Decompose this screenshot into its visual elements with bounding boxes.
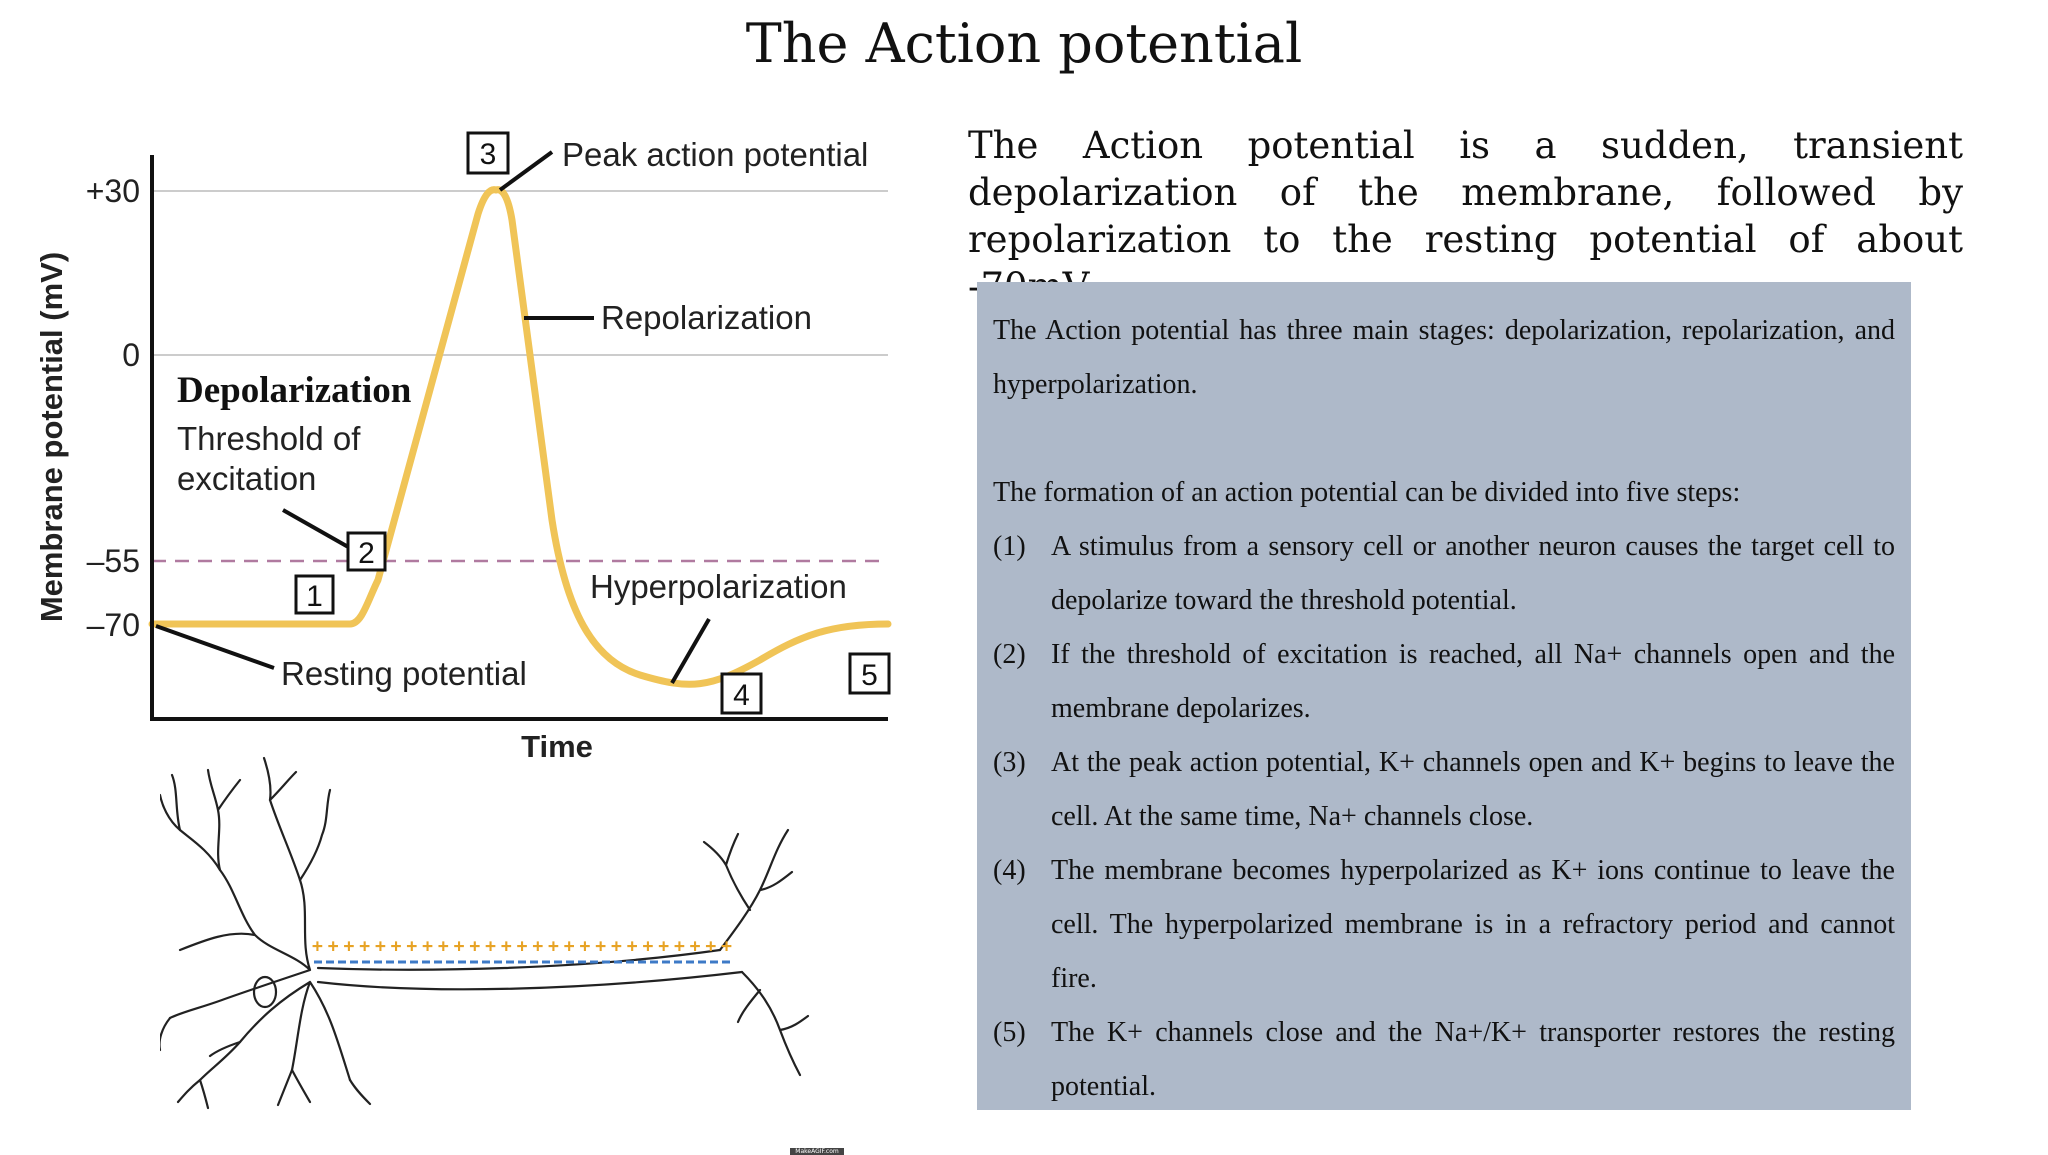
hyperpolarization-label: Hyperpolarization: [590, 568, 847, 605]
neuron-dendrites-bottom: [160, 1016, 372, 1110]
step-item-text: The K+ channels close and the Na+/K+ tra…: [1051, 1017, 1895, 1102]
step-item-number: (1): [993, 531, 1026, 562]
neuron-dendrites-top: [160, 756, 332, 882]
slide-title: The Action potential: [745, 12, 1303, 75]
neuron-illustration: +++++++++++++++++++++++++++: [160, 756, 810, 1110]
threshold-label-line2: excitation: [177, 460, 316, 497]
step-item-2: (2) If the threshold of excitation is re…: [993, 628, 1895, 736]
neuron-axon: [316, 948, 744, 991]
neuron-axon-terminal: [702, 828, 810, 1077]
step-item-text: At the peak action potential, K+ channel…: [1051, 747, 1895, 832]
neuron-cell-body: [168, 798, 352, 1082]
step-item-text: A stimulus from a sensory cell or anothe…: [1051, 531, 1895, 616]
step-number-1: 1: [306, 580, 323, 613]
x-axis-label: Time: [521, 729, 593, 760]
step-box-4: 4: [720, 672, 763, 715]
peak-leader-line: [498, 150, 554, 192]
steps-intro: The formation of an action potential can…: [993, 477, 1741, 508]
step-item-text: The membrane becomes hyperpolarized as K…: [1051, 855, 1895, 994]
step-item-number: (4): [993, 855, 1026, 886]
tick-label-zero: 0: [122, 337, 140, 373]
tick-label-minus70: –70: [87, 607, 140, 643]
step-item-5: (5) The K+ channels close and the Na+/K+…: [993, 1006, 1895, 1114]
positive-charges: +++++++++++++++++++++++++++: [312, 936, 732, 957]
stages-info-box: The Action potential has three main stag…: [977, 282, 1911, 1110]
step-item-number: (3): [993, 747, 1026, 778]
resting-label: Resting potential: [281, 655, 527, 692]
step-item-3: (3) At the peak action potential, K+ cha…: [993, 736, 1895, 844]
step-number-3: 3: [480, 138, 497, 171]
step-number-2: 2: [358, 537, 375, 570]
stages-summary: The Action potential has three main stag…: [993, 315, 1895, 400]
tick-label-minus55: –55: [87, 543, 140, 579]
resting-leader-line: [155, 624, 275, 670]
step-item-number: (5): [993, 1017, 1026, 1048]
step-item-number: (2): [993, 639, 1026, 670]
hyperpolarization-leader-line: [670, 617, 711, 685]
step-number-4: 4: [733, 679, 750, 712]
peak-label: Peak action potential: [562, 136, 868, 173]
repolarization-label: Repolarization: [601, 299, 812, 336]
step-item-text: If the threshold of excitation is reache…: [1051, 639, 1895, 724]
action-potential-diagram: +30 0 –55 –70 Membrane potential (mV) Ti…: [34, 131, 892, 760]
action-potential-curve: [148, 186, 892, 688]
y-axis-label: Membrane potential (mV): [34, 252, 69, 622]
tick-label-plus30: +30: [86, 173, 140, 209]
neuron-nucleus: [252, 975, 278, 1009]
step-box-1: 1: [294, 574, 335, 615]
step-item-4: (4) The membrane becomes hyperpolarized …: [993, 844, 1895, 1006]
step-box-2: 2: [346, 531, 387, 572]
step-item-1: (1) A stimulus from a sensory cell or an…: [993, 520, 1895, 628]
step-number-5: 5: [861, 659, 878, 692]
step-box-5: 5: [848, 652, 891, 695]
step-box-3: 3: [466, 131, 510, 175]
threshold-leader-line: [282, 508, 351, 550]
threshold-label-line1: Threshold of: [177, 420, 361, 457]
depolarization-label: Depolarization: [177, 370, 412, 411]
intro-paragraph: The Action potential is a sudden, transi…: [968, 124, 1963, 308]
